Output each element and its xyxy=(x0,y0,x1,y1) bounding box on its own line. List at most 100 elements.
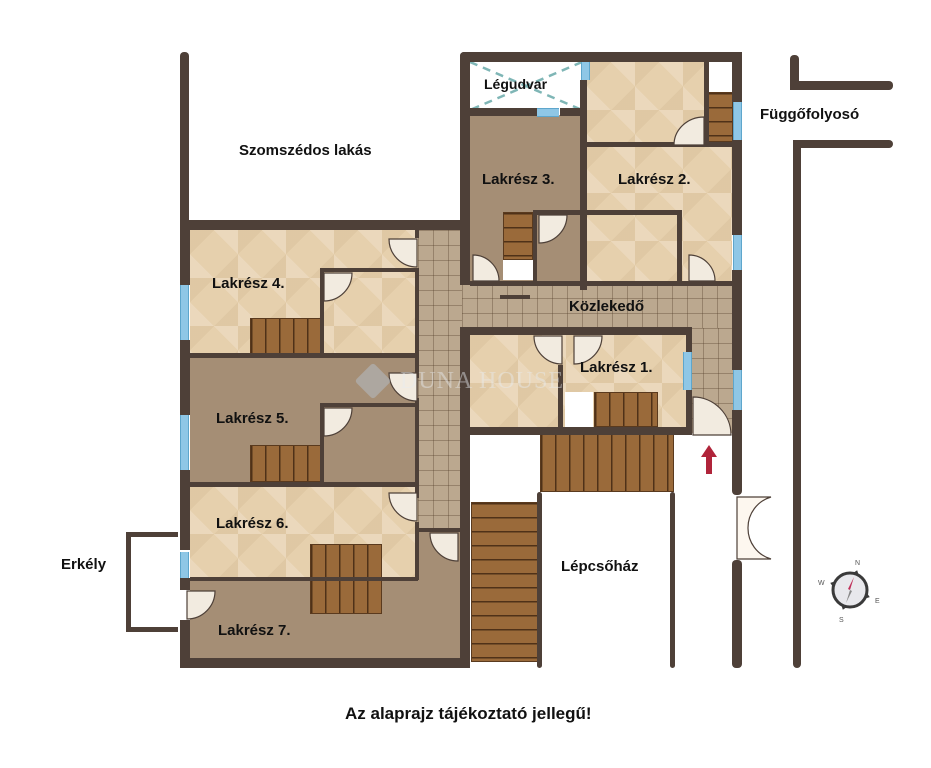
wall xyxy=(460,427,692,435)
window xyxy=(581,62,590,80)
label-unit7: Lakrész 7. xyxy=(218,622,291,639)
wall xyxy=(732,52,742,102)
watermark: DUNA HOUSE xyxy=(352,362,582,402)
wall xyxy=(500,295,530,299)
wall xyxy=(190,353,418,358)
wall xyxy=(180,220,470,230)
compass-icon: N E S W xyxy=(818,560,880,624)
wall xyxy=(537,492,542,668)
window xyxy=(733,235,742,270)
label-airshaft: Légudvar xyxy=(484,76,548,92)
wall xyxy=(320,268,418,272)
door-icon[interactable] xyxy=(323,407,353,437)
wall xyxy=(790,55,799,90)
door-icon[interactable] xyxy=(533,335,563,365)
stairs-unit3 xyxy=(503,212,533,260)
wall xyxy=(180,52,189,232)
stairs-main-upper xyxy=(540,434,674,492)
stairs-unit1 xyxy=(594,392,658,427)
wall xyxy=(537,210,682,215)
wall xyxy=(460,330,470,668)
wall xyxy=(415,230,419,238)
wall xyxy=(460,230,470,285)
door-icon[interactable] xyxy=(388,238,418,268)
wall xyxy=(460,327,692,335)
svg-text:N: N xyxy=(855,560,860,567)
wall xyxy=(732,560,742,668)
door-icon[interactable] xyxy=(186,590,216,620)
wall xyxy=(580,80,587,290)
wall xyxy=(180,340,190,415)
stairs-unit2-landing xyxy=(707,62,733,90)
watermark-logo-icon xyxy=(354,362,392,400)
wall xyxy=(320,403,418,407)
gallery-double-door-icon[interactable] xyxy=(736,496,772,560)
wall xyxy=(677,210,682,285)
stairs-unit1-landing xyxy=(565,392,593,427)
disclaimer-text: Az alaprajz tájékoztató jellegű! xyxy=(345,704,592,723)
door-icon[interactable] xyxy=(538,214,568,244)
window xyxy=(733,102,742,140)
stairs-unit4 xyxy=(250,318,322,355)
wall xyxy=(533,210,537,285)
door-icon[interactable] xyxy=(323,272,353,302)
window xyxy=(180,285,189,340)
corridor-floor-horizontal xyxy=(462,283,736,328)
window xyxy=(683,352,692,390)
window xyxy=(537,108,559,117)
wall xyxy=(558,365,563,427)
window xyxy=(733,370,742,410)
wall xyxy=(460,52,470,232)
door-icon[interactable] xyxy=(429,532,459,562)
wall xyxy=(732,140,742,235)
stairs-main-lower xyxy=(471,502,539,662)
wall xyxy=(560,108,585,116)
airshaft-cross-icon xyxy=(470,62,582,110)
wall xyxy=(320,403,324,483)
unit4-floor xyxy=(190,230,418,355)
door-icon[interactable] xyxy=(472,254,500,282)
wall xyxy=(415,398,419,498)
window xyxy=(180,552,189,578)
wall xyxy=(180,220,190,285)
stairs-unit2 xyxy=(707,92,733,142)
wall xyxy=(320,268,324,356)
stairs-unit3-landing xyxy=(503,260,533,280)
door-icon[interactable] xyxy=(688,254,716,282)
label-corridor: Közlekedő xyxy=(569,298,645,315)
label-unit3: Lakrész 3. xyxy=(482,171,555,188)
door-icon[interactable] xyxy=(673,116,705,146)
door-icon[interactable] xyxy=(388,372,418,402)
label-unit2: Lakrész 2. xyxy=(618,171,691,188)
wall xyxy=(732,410,742,495)
svg-text:S: S xyxy=(839,617,844,624)
window xyxy=(180,415,189,470)
wall xyxy=(180,470,190,550)
wall xyxy=(418,528,462,532)
label-gallery: Függőfolyosó xyxy=(760,106,860,123)
stairs-unit5 xyxy=(250,445,322,482)
label-neighbor-apartment: Szomszédos lakás xyxy=(239,142,372,159)
wall xyxy=(180,578,190,590)
entrance-door-icon[interactable] xyxy=(692,396,732,436)
wall xyxy=(415,522,419,580)
wall xyxy=(732,270,742,370)
corridor-floor-vertical xyxy=(418,230,462,530)
label-unit1: Lakrész 1. xyxy=(580,359,653,376)
balcony-outline xyxy=(126,532,178,632)
label-unit6: Lakrész 6. xyxy=(216,515,289,532)
wall xyxy=(190,577,418,581)
door-icon[interactable] xyxy=(573,335,603,365)
wall xyxy=(704,62,709,144)
label-unit4: Lakrész 4. xyxy=(212,275,285,292)
door-icon[interactable] xyxy=(388,492,418,522)
wall xyxy=(415,268,419,378)
wall xyxy=(470,108,545,116)
unit6-floor xyxy=(190,486,418,578)
wall xyxy=(180,658,470,668)
label-balcony: Erkély xyxy=(61,556,107,573)
wall xyxy=(587,142,737,147)
wall xyxy=(180,620,190,668)
label-staircase: Lépcsőház xyxy=(561,558,639,575)
wall xyxy=(470,281,735,286)
